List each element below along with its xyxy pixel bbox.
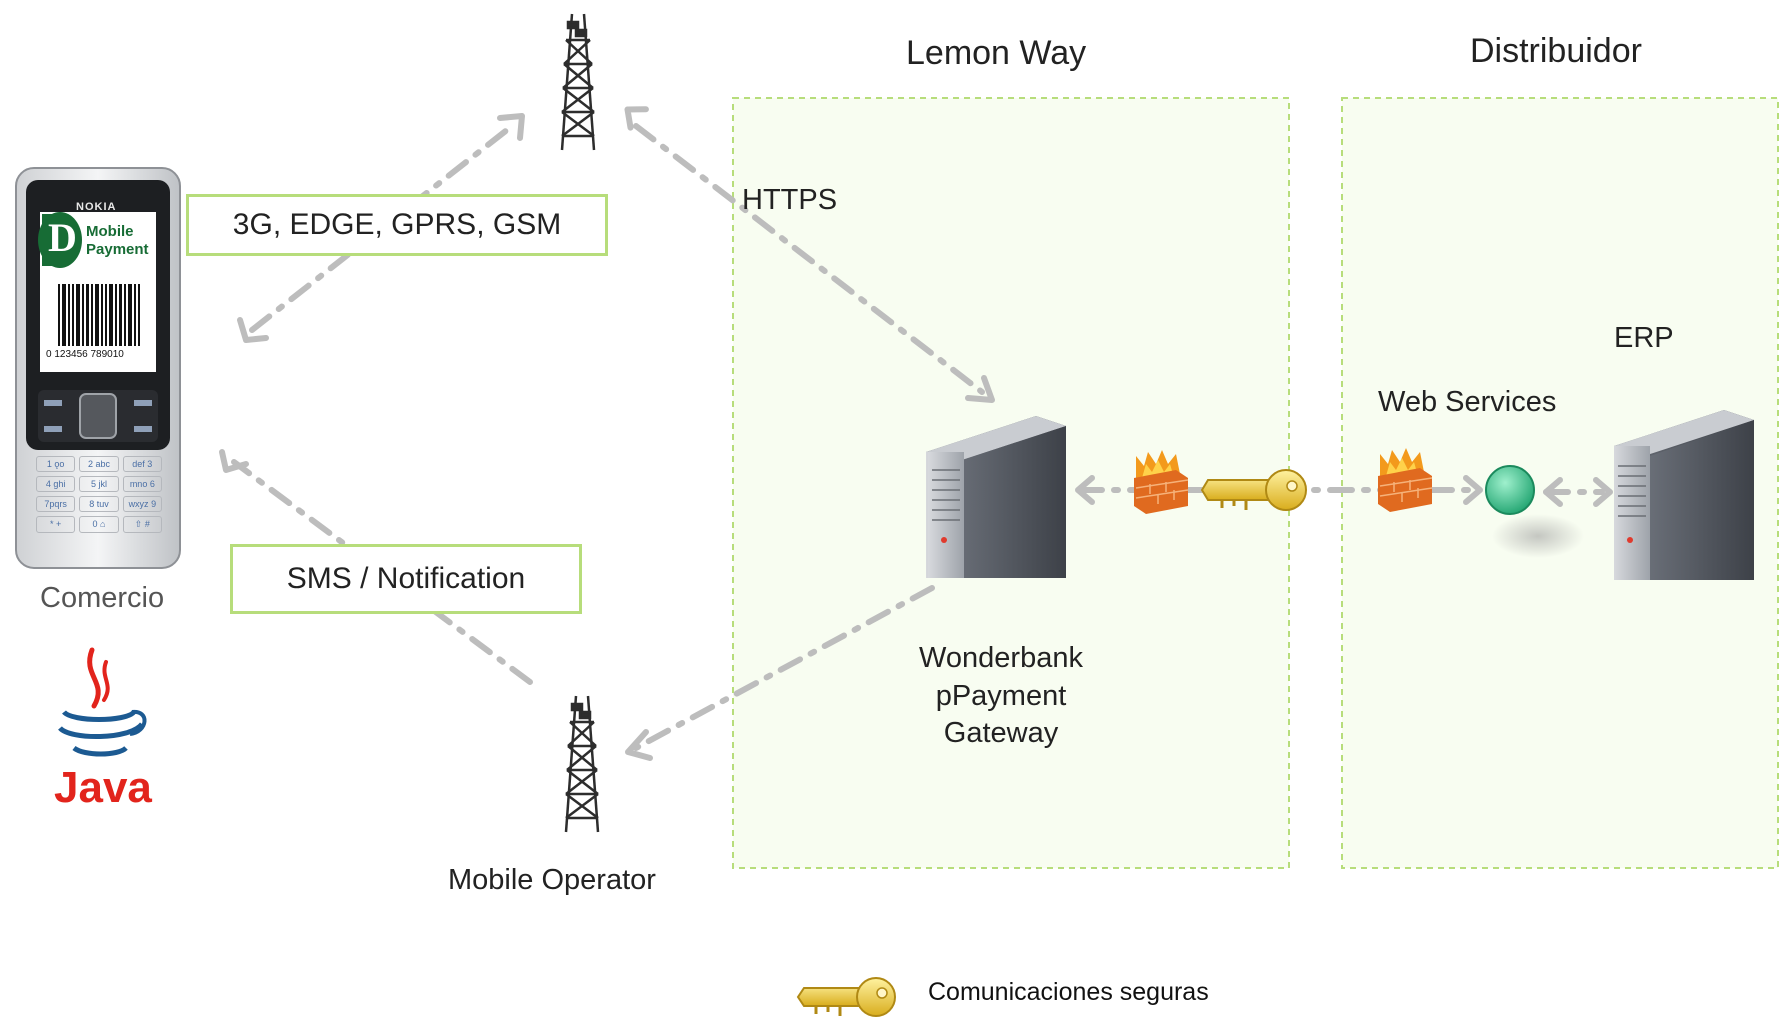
arrowhead <box>965 375 995 403</box>
mobile-operator-label: Mobile Operator <box>448 864 656 896</box>
keypad-key: wxyz 9 <box>122 496 162 512</box>
gateway-to-mobile-operator-link <box>633 585 935 751</box>
erp-label: ERP <box>1614 322 1674 354</box>
tower-icon <box>560 13 596 151</box>
arrowhead <box>497 113 525 141</box>
web-services-node <box>1485 465 1535 515</box>
distribuidor-zone-title: Distribuidor <box>1470 32 1642 70</box>
https-label: HTTPS <box>742 184 838 216</box>
keypad-key: 8 tuv <box>79 496 119 512</box>
gateway-label: Wonderbank pPayment Gateway <box>886 640 1116 753</box>
server-icon <box>926 416 1066 578</box>
arrowhead <box>1075 475 1095 505</box>
arrowhead <box>237 317 269 343</box>
phone-keypad: 1 ǫo 2 abc def 3 4 ghi 5 jkl mno 6 7pqrs… <box>36 456 162 533</box>
key-icon <box>1200 469 1307 511</box>
sms-notification-label: SMS / Notification <box>230 544 582 614</box>
gateway-label-line2: pPayment <box>935 679 1067 712</box>
lemonway-zone-title: Lemon Way <box>906 34 1087 72</box>
gateway-label-line1: Wonderbank <box>919 642 1083 674</box>
phone-brand: NOKIA <box>76 201 117 213</box>
java-logo-text: Java <box>54 763 152 812</box>
keypad-key: 7pqrs <box>36 496 76 512</box>
tower-icon <box>564 695 600 833</box>
arrowhead <box>219 449 249 473</box>
keypad-key: 1 ǫo <box>36 456 76 472</box>
java-cup-icon <box>58 647 147 757</box>
phone-app-title: Mobile <box>86 223 134 240</box>
gateway-label-line3: Gateway <box>943 717 1059 750</box>
phone-app-logo: D <box>48 215 77 260</box>
web-services-label: Web Services <box>1378 386 1557 418</box>
phone-icon <box>15 167 181 569</box>
arrowheads <box>219 106 1613 761</box>
keypad-key: def 3 <box>122 456 162 472</box>
keypad-key: ⇧ # <box>122 516 162 533</box>
firewall-icon <box>1378 448 1433 512</box>
keypad-key: 5 jkl <box>79 476 119 492</box>
phone-app-subtitle: Payment <box>86 241 149 258</box>
network-type-label: 3G, EDGE, GPRS, GSM <box>186 194 608 256</box>
node-shadow <box>1492 514 1584 558</box>
arrowhead <box>1543 477 1563 507</box>
arrowhead <box>625 729 653 761</box>
keypad-key: mno 6 <box>122 476 162 492</box>
server-icon <box>1614 410 1754 580</box>
comercio-label: Comercio <box>40 582 165 614</box>
arrowhead <box>1463 475 1483 505</box>
legend-label: Comunicaciones seguras <box>928 978 1209 1006</box>
keypad-key: * + <box>36 516 76 533</box>
tower-to-gateway-link <box>633 123 985 395</box>
keypad-key: 0 ⌂ <box>79 516 119 533</box>
phone-barcode-digits: 0 123456 789010 <box>46 349 124 360</box>
keypad-key: 2 abc <box>79 456 119 472</box>
keypad-key: 4 ghi <box>36 476 76 492</box>
legend: Comunicaciones seguras <box>796 974 1316 1020</box>
firewall-icon <box>1134 450 1189 514</box>
arrowhead <box>624 106 649 131</box>
arrowhead <box>1593 477 1613 507</box>
key-icon <box>796 977 896 1017</box>
